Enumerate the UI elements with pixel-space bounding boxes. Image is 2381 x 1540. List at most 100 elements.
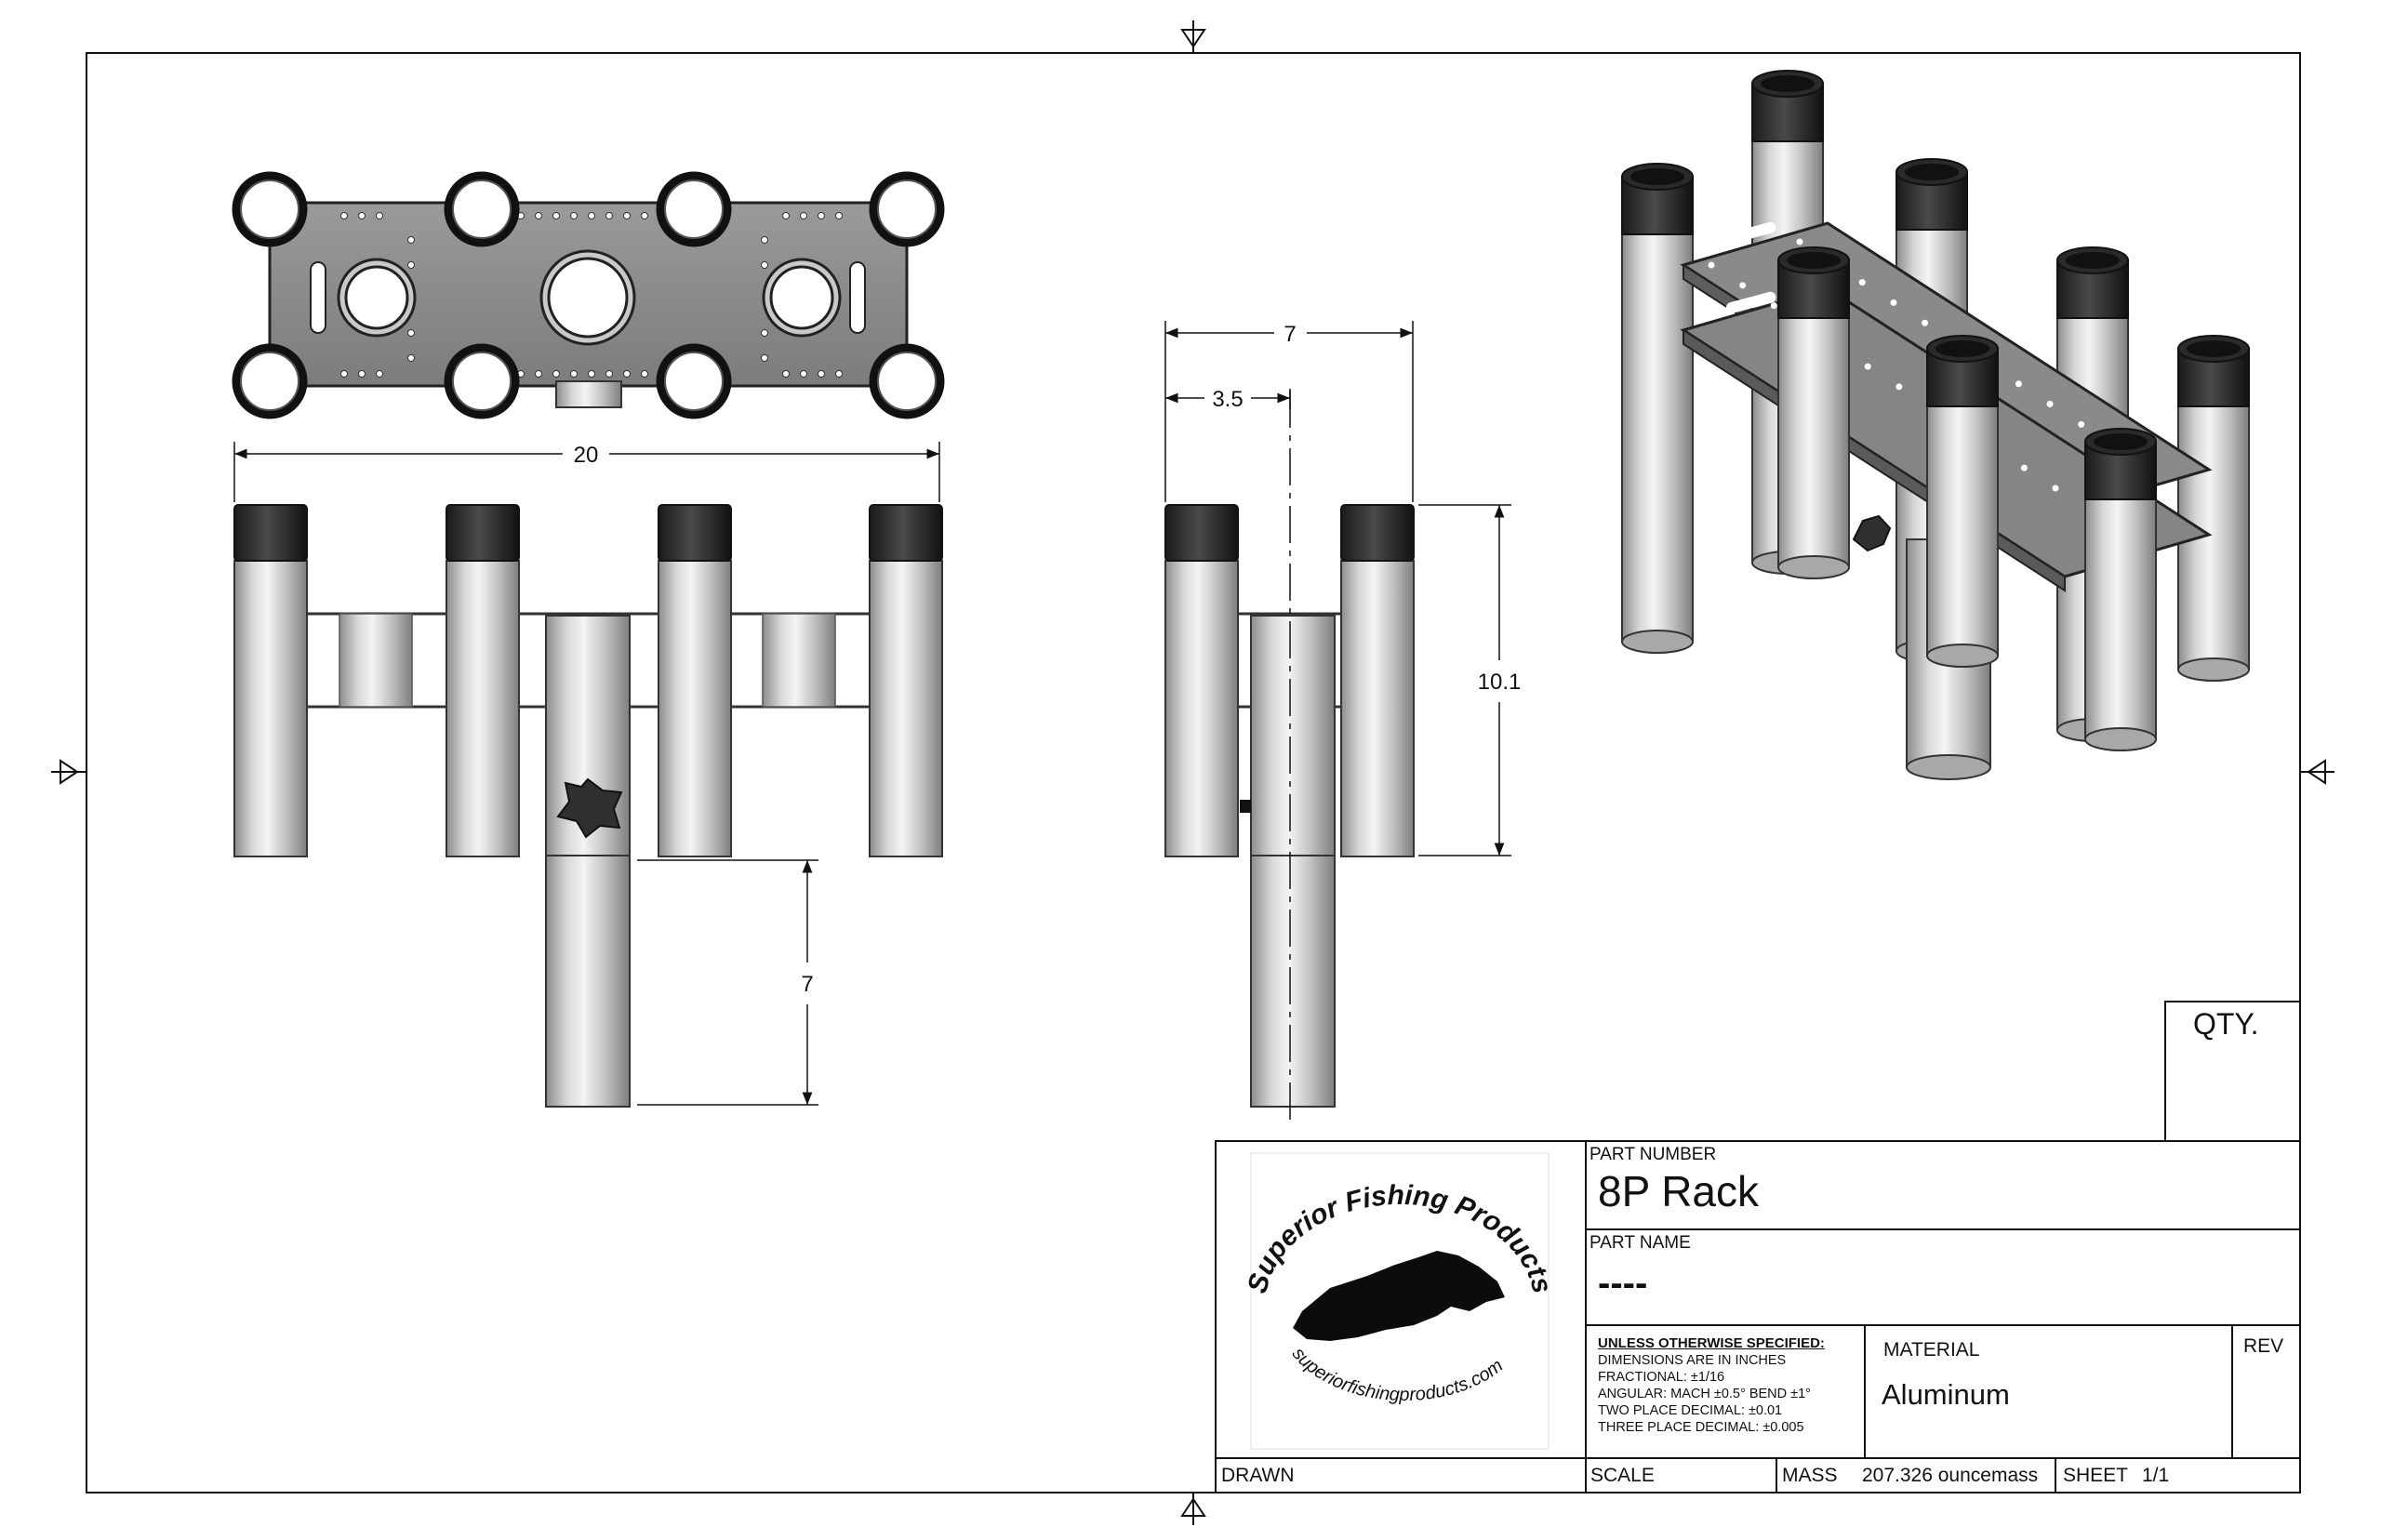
front-holder-tubes [233,504,943,857]
iso-holder-tube [2084,497,2157,740]
top-holder-rings [232,171,945,419]
iso-plate-hole [1895,383,1903,391]
plate-small-hole [552,370,560,378]
plate-small-hole [761,236,768,244]
iso-cap-opening [1630,168,1684,185]
rev-label: REV [2243,1335,2284,1357]
iso-plate-hole [2015,380,2022,388]
holder-tube [1340,560,1415,857]
plate-small-hole [761,329,768,337]
plate-small-hole [782,212,790,219]
plate-small-hole [552,212,560,219]
mass-value: 207.326 ouncemass [1862,1465,2039,1486]
plate-small-hole [835,370,843,378]
plate-small-hole [570,212,578,219]
holder-cap [658,504,732,562]
part-number-label: PART NUMBER [1590,1145,1717,1164]
plate-large-hole-inner [344,265,409,330]
iso-plate-hole [2046,401,2054,408]
holder-ring [444,171,520,247]
iso-knob [1852,514,1892,552]
top-view [232,171,945,419]
iso-cap-opening [2066,252,2120,269]
iso-cap-opening [1935,340,1989,357]
iso-plate-slot [1725,291,1776,313]
iso-post-bottom [1906,754,1991,780]
iso-plate-hole [1858,279,1866,286]
svg-text:superiorfishingproducts.com: superiorfishingproducts.com [1288,1344,1507,1405]
mass-label: MASS [1782,1465,1838,1486]
drawn-label: DRAWN [1221,1465,1295,1486]
plate-large-hole-inner [547,257,629,339]
plate-small-hole [358,212,366,219]
centering-marks [51,20,2334,1525]
iso-tube-bottom [2084,727,2157,751]
plate-small-hole [535,212,542,219]
plate-small-hole [623,212,631,219]
plate-small-hole [588,212,595,219]
iso-tube-bottom [1777,555,1850,579]
qty-label: QTY. [2193,1007,2259,1041]
tolerance-line: TWO PLACE DECIMAL: ±0.01 [1598,1403,1783,1418]
holder-ring [656,171,732,247]
plate-small-hole [641,212,648,219]
plate-small-hole [407,236,415,244]
plate-small-hole [782,370,790,378]
plate-small-hole [535,370,542,378]
iso-plate-hole [1796,238,1803,246]
holder-tube [658,560,732,857]
plate-small-hole [761,261,768,269]
side-holder-tubes [1164,504,1415,857]
iso-cap-opening [1787,252,1841,269]
iso-cap-opening [2187,340,2241,357]
sheet-value: 1/1 [2142,1465,2170,1486]
holder-ring [869,171,945,247]
iso-holder-tube [1621,232,1694,643]
lake-superior-silhouette [1293,1251,1505,1341]
holder-ring [444,343,520,419]
plate-small-hole [407,261,415,269]
iso-plate-hole [1890,299,1897,306]
holder-ring [656,343,732,419]
plate-small-hole [407,354,415,362]
front-view [233,504,943,1108]
part-name-value: ---- [1598,1263,1648,1304]
iso-cap-opening [2094,433,2148,450]
holder-cap [446,504,520,562]
holder-tube [869,560,943,857]
plate-small-hole [605,212,613,219]
holder-ring-inner [240,352,299,411]
material-label: MATERIAL [1883,1339,1980,1361]
dim-height: 10.1 [1478,670,1522,695]
holder-ring-inner [877,352,937,411]
tolerance-line: THREE PLACE DECIMAL: ±0.005 [1598,1420,1804,1435]
dim-post-length: 7 [801,972,813,997]
plate-small-hole [340,212,348,219]
iso-plate-hole [1708,261,1715,269]
title-block-grid [1215,1001,2301,1494]
plate-small-hole [588,370,595,378]
dimensions [233,321,1511,1106]
iso-tube-bottom [1926,644,1999,668]
sheet-label: SHEET [2063,1465,2129,1486]
holder-cap [869,504,943,562]
tolerance-line: DIMENSIONS ARE IN INCHES [1598,1353,1787,1368]
holder-cap [1164,504,1239,562]
plate-small-hole [761,354,768,362]
iso-holder-tube [1926,404,1999,657]
plate-small-hole [605,370,613,378]
holder-ring [869,343,945,419]
holder-ring-inner [240,179,299,239]
iso-holder-tube [1777,315,1850,568]
iso-plate-hole [1864,363,1871,370]
iso-cap-opening [1761,75,1815,92]
plate-slot [849,261,866,334]
plate-small-hole [623,370,631,378]
plate-small-hole [407,329,415,337]
plate-small-hole [376,212,383,219]
holder-tube [446,560,520,857]
front-knob [556,777,623,839]
side-view [1164,391,1415,1121]
plate-small-hole [340,370,348,378]
plate-small-hole [818,370,825,378]
